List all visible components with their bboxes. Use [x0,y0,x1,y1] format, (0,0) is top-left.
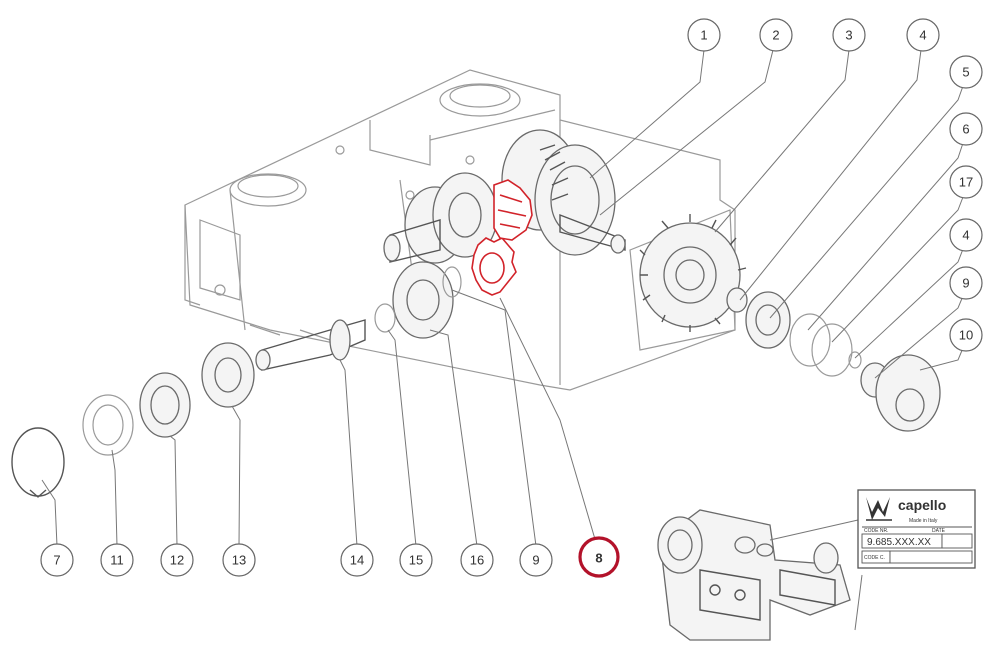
svg-text:4: 4 [919,28,926,43]
callout-12[interactable]: 12 [160,543,194,577]
svg-text:7: 7 [53,553,60,568]
callout-7[interactable]: 7 [40,543,74,577]
callout-17[interactable]: 17 [949,165,983,199]
svg-text:1: 1 [700,28,707,43]
callout-15[interactable]: 15 [399,543,433,577]
highlighted-gear-part-8 [471,179,533,296]
svg-text:8: 8 [595,551,602,566]
callout-11[interactable]: 11 [100,543,134,577]
svg-text:16: 16 [470,553,484,568]
capello-logo-mark [866,497,892,521]
callout-3[interactable]: 3 [832,18,866,52]
svg-text:12: 12 [170,553,184,568]
code-label: CODE NR. [864,528,888,534]
callout-1[interactable]: 1 [687,18,721,52]
svg-text:17: 17 [959,175,973,190]
leader-lines [41,49,964,547]
svg-text:15: 15 [409,553,423,568]
callouts-top: 1 2 3 4 5 6 17 4 [687,18,983,352]
shaft-assembly-left [11,172,498,498]
callouts-bottom: 7 11 12 13 14 15 16 9 [40,536,620,578]
svg-text:2: 2 [772,28,779,43]
nameplate: capello Made in Italy CODE NR. DATE 9.68… [857,489,976,569]
right-side-parts [726,287,941,432]
callout-2[interactable]: 2 [759,18,793,52]
assembled-gearbox-thumbnail [657,509,863,641]
callout-9[interactable]: 9 [519,543,553,577]
svg-text:3: 3 [845,28,852,43]
callout-6[interactable]: 6 [949,112,983,146]
callout-5[interactable]: 5 [949,55,983,89]
callout-4[interactable]: 4 [906,18,940,52]
svg-text:10: 10 [959,328,973,343]
callout-4b[interactable]: 4 [949,218,983,252]
bevel-gear-part-3 [639,214,747,332]
code-c-label: CODE C. [864,555,885,561]
svg-text:5: 5 [962,65,969,80]
svg-text:13: 13 [232,553,246,568]
callout-16[interactable]: 16 [460,543,494,577]
callout-8-highlighted[interactable]: 8 [578,536,620,578]
svg-text:9: 9 [962,276,969,291]
brand-name: capello [898,497,946,513]
svg-text:9: 9 [532,553,539,568]
brand-tagline: Made in Italy [909,518,938,524]
svg-text:14: 14 [350,553,364,568]
code-value: 9.685.XXX.XX [867,537,931,548]
callout-14[interactable]: 14 [340,543,374,577]
callout-13[interactable]: 13 [222,543,256,577]
svg-text:4: 4 [962,228,969,243]
callout-9b[interactable]: 9 [949,266,983,300]
callout-10[interactable]: 10 [949,318,983,352]
svg-text:6: 6 [962,122,969,137]
svg-text:11: 11 [110,553,124,568]
date-label: DATE [932,528,946,534]
